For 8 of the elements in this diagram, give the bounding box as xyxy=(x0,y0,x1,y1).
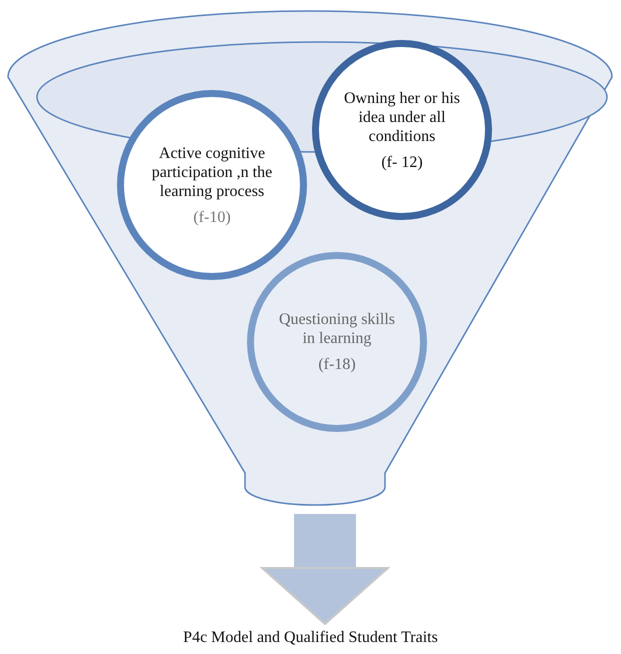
circle-text: Questioning skills in learning xyxy=(278,310,396,348)
circle-text: Owning her or his idea under all conditions xyxy=(343,88,461,146)
frequency-label: (f- 12) xyxy=(381,154,423,172)
frequency-label: (f-18) xyxy=(318,356,356,374)
block-arrow xyxy=(261,514,389,625)
circle-text: Active cognitive participation ,n the learning process xyxy=(150,144,274,200)
caption-text: P4c Model and Qualified Student Traits xyxy=(182,628,439,647)
frequency-label: (f-10) xyxy=(193,208,231,226)
